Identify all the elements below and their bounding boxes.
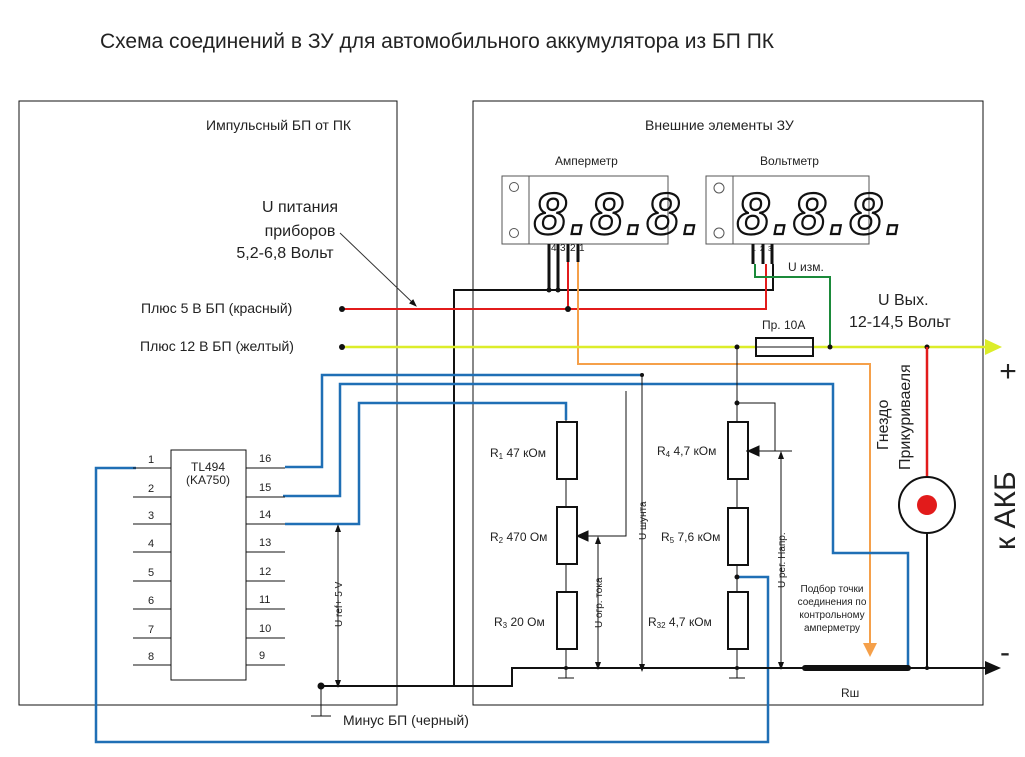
u-measure-label: U изм. [788, 260, 824, 274]
svg-text:приборов: приборов [265, 223, 336, 240]
svg-text:соединения по: соединения по [798, 597, 867, 608]
cigarette-socket: Гнездо Прикуриваеля [875, 347, 956, 668]
ic-pin-label: 9 [259, 650, 265, 662]
u-reg-arrow: U рег. Напр. [777, 451, 788, 670]
svg-text:U Вых.: U Вых. [878, 292, 929, 309]
output-voltage-label: U Вых. 12-14,5 Вольт [849, 292, 951, 331]
svg-text:Гнездо: Гнездо [875, 400, 892, 450]
plus12-label: Плюс 12 В БП (желтый) [140, 338, 294, 354]
svg-text:амперметру: амперметру [804, 623, 860, 634]
svg-text:12-14,5 Вольт: 12-14,5 Вольт [849, 314, 951, 331]
ic-pin-label: 13 [259, 537, 271, 549]
svg-text:R2 470 Ом: R2 470 Ом [490, 530, 547, 545]
resistor-labels: R1 47 кОм R2 470 Ом R3 20 Ом R4 4,7 кОм … [490, 444, 720, 630]
svg-text:2: 2 [570, 243, 576, 254]
battery-label: к АКБ [989, 471, 1022, 550]
svg-text:5,2-6,8 Вольт: 5,2-6,8 Вольт [236, 245, 334, 262]
divider-voltage [727, 347, 792, 668]
svg-text:3: 3 [560, 243, 566, 254]
ic-pin-label: 5 [148, 567, 154, 579]
divider-current [556, 391, 627, 668]
meter-pins [547, 244, 774, 290]
plus-terminal: + [999, 355, 1017, 388]
uref-arrow: U ref+ 5 V [334, 524, 345, 688]
svg-text:TL494: TL494 [191, 460, 225, 474]
ic-pin-label: 8 [148, 651, 154, 663]
svg-text:R3 20 Ом: R3 20 Ом [494, 615, 545, 630]
ammeter-label: Амперметр [555, 154, 618, 168]
svg-text:R32 4,7 кОм: R32 4,7 кОм [648, 615, 712, 630]
u-shunt-label: U шунта [638, 501, 649, 540]
shunt-label: Rш [841, 686, 859, 700]
ic-pin-label: 11 [259, 594, 270, 606]
svg-text:U рег. Напр.: U рег. Напр. [777, 532, 788, 588]
svg-text:Подбор точки: Подбор точки [801, 583, 864, 595]
psu-box-title: Импульсный БП от ПК [206, 117, 352, 133]
ic-pin-label: 16 [259, 453, 271, 465]
ic-pin-label: 4 [148, 538, 154, 550]
ic-pin-label: 14 [259, 509, 271, 521]
svg-text:(KA750): (KA750) [186, 473, 230, 487]
svg-text:4: 4 [551, 243, 557, 254]
svg-text:U огр. тока: U огр. тока [594, 577, 605, 628]
ground-bus [311, 661, 1001, 717]
svg-text:контрольному: контрольному [799, 610, 864, 621]
shunt-resistor: Rш [802, 665, 911, 700]
plus5-label: Плюс 5 В БП (красный) [141, 300, 292, 316]
ic-pin-label: 15 [259, 482, 271, 494]
svg-text:1: 1 [579, 243, 585, 254]
supply-note: U питания приборов 5,2-6,8 Вольт [236, 199, 417, 307]
svg-text:U ref+ 5 V: U ref+ 5 V [334, 581, 345, 627]
svg-text:Прикуриваеля: Прикуриваеля [897, 364, 914, 470]
ic-pin-label: 7 [148, 624, 154, 636]
diagram-title: Схема соединений в ЗУ для автомобильного… [100, 30, 775, 53]
external-box-title: Внешние элементы ЗУ [645, 117, 794, 133]
u-limit-arrow: U огр. тока [594, 536, 605, 670]
tap-note: Подбор точки соединения по контрольному … [798, 583, 867, 634]
ic-pin-label: 6 [148, 595, 154, 607]
voltmeter-display: 8.8.8. [737, 182, 906, 247]
voltmeter: Вольтметр 8.8.8. 1 2 3 U изм. [705, 154, 906, 274]
voltmeter-label: Вольтметр [760, 154, 819, 168]
svg-text:3: 3 [768, 246, 772, 253]
ic-pin-label: 2 [148, 483, 154, 495]
ic-pin-label: 1 [148, 454, 154, 466]
ic-pin-label: 10 [259, 623, 271, 635]
svg-text:U питания: U питания [262, 199, 338, 216]
ic-pin-label: 12 [259, 566, 271, 578]
ammeter: Амперметр 8.8.8. 4 3 2 1 [501, 154, 703, 254]
svg-text:R5 7,6 кОм: R5 7,6 кОм [661, 530, 720, 545]
minus-label: Минус БП (черный) [343, 712, 469, 728]
ic-pin-label: 3 [148, 510, 154, 522]
svg-text:R1 47 кОм: R1 47 кОм [490, 446, 546, 461]
ammeter-sense-wire [577, 262, 877, 657]
ammeter-display: 8.8.8. [534, 182, 703, 247]
svg-text:R4 4,7 кОм: R4 4,7 кОм [657, 444, 716, 459]
fuse-label: Пр. 10А [762, 318, 805, 332]
fuse: Пр. 10А [755, 318, 814, 357]
u-measure-wire [754, 264, 831, 347]
feedback-wires [94, 373, 910, 744]
minus-terminal: - [1000, 636, 1010, 669]
